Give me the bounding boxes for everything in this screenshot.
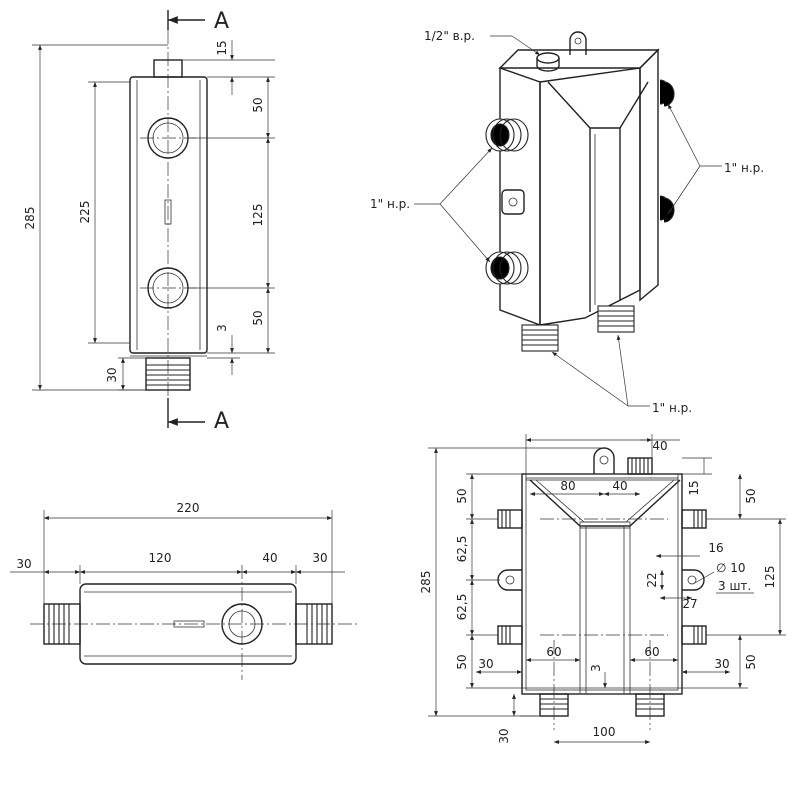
- dim-section-16: 16: [708, 541, 723, 555]
- callout-top-port: 1/2" в.р.: [424, 29, 475, 43]
- section-label-bottom: A: [214, 409, 229, 434]
- dim-section-3: 3: [589, 664, 603, 672]
- dim-section-22: 22: [645, 572, 659, 587]
- dim-section-left-62-5-a: 62,5: [455, 536, 469, 563]
- dim-front-15: 15: [215, 40, 229, 55]
- dim-section-30-left: 30: [478, 657, 493, 671]
- dim-top-120: 120: [149, 551, 172, 565]
- dim-front-30: 30: [105, 367, 119, 382]
- dim-top-30-right: 30: [312, 551, 327, 565]
- dim-section-27: 27: [682, 597, 697, 611]
- top-view: 220 30 120 40 30: [10, 501, 360, 680]
- dim-section-285: 285: [419, 571, 433, 594]
- dim-section-125: 125: [763, 566, 777, 589]
- dim-top-30-left: 30: [16, 557, 31, 571]
- dim-section-30-right: 30: [714, 657, 729, 671]
- dim-top-40: 40: [262, 551, 277, 565]
- dim-section-hole-dia: ∅ 10: [716, 561, 746, 575]
- dim-section-100: 100: [593, 725, 616, 739]
- dim-section-30-bottom: 30: [497, 728, 511, 743]
- dim-section-80: 80: [560, 479, 575, 493]
- dim-section-60-left: 60: [546, 645, 561, 659]
- dim-section-40-top: 40: [652, 439, 667, 453]
- dim-front-3: 3: [215, 324, 229, 332]
- dim-front-285: 285: [23, 207, 37, 230]
- dim-section-left-62-5-b: 62,5: [455, 594, 469, 621]
- isometric-view: 1/2" в.р. 1" н.р. 1" н.р. 1" н.р.: [370, 29, 764, 415]
- dim-section-hole-qty: 3 шт.: [718, 579, 751, 593]
- dim-section-left-50-bottom: 50: [455, 654, 469, 669]
- callout-right-ports: 1" н.р.: [724, 161, 764, 175]
- front-view: A A 285: [23, 9, 275, 434]
- callout-bottom-ports: 1" н.р.: [652, 401, 692, 415]
- dim-section-15: 15: [687, 480, 701, 495]
- dim-top-220: 220: [177, 501, 200, 515]
- dim-front-50-bottom: 50: [251, 310, 265, 325]
- section-label-top: A: [214, 9, 229, 34]
- dim-section-right-50-top: 50: [744, 488, 758, 503]
- dim-section-60-right: 60: [644, 645, 659, 659]
- section-view: 285 40 80 40 15 50 62,5 62,5 50: [419, 434, 786, 744]
- dim-section-40-inner: 40: [612, 479, 627, 493]
- callout-left-ports: 1" н.р.: [370, 197, 410, 211]
- dim-front-50-top: 50: [251, 97, 265, 112]
- dim-front-125: 125: [251, 204, 265, 227]
- dim-front-225: 225: [78, 201, 92, 224]
- dim-section-left-50-top: 50: [455, 488, 469, 503]
- dim-section-right-50-bottom: 50: [744, 654, 758, 669]
